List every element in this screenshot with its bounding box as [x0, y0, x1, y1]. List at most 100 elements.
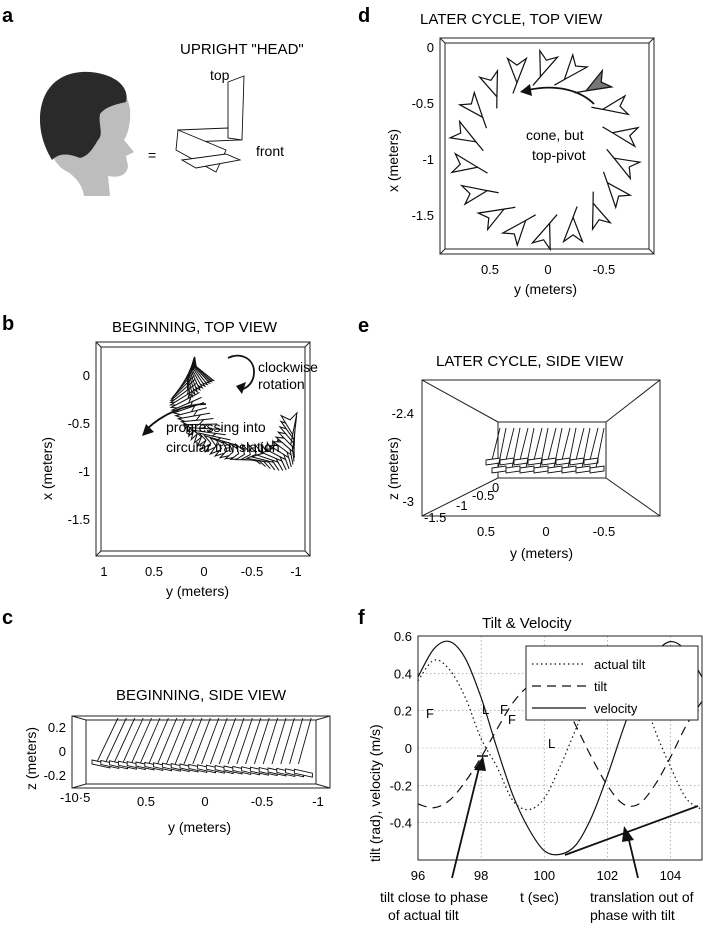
tick-label: 0 [59, 744, 66, 759]
y-tick-label: 0.2 [394, 704, 412, 719]
glider-side [258, 717, 279, 777]
tick-label: 0 [200, 564, 207, 579]
x-tick-label: 96 [411, 868, 425, 883]
panel-b-annotation: rotation [258, 376, 305, 392]
tick-label: -10·5 [60, 790, 90, 805]
panel-b-ylabel: x (meters) [39, 437, 55, 500]
chart-legend: actual tilt tilt velocity [525, 645, 699, 721]
panel-d-annotation: cone, but [526, 127, 584, 143]
tick-label: -0.5 [68, 416, 90, 431]
tick-label: -0.5 [412, 96, 434, 111]
upright-head-model [175, 75, 245, 173]
tick-label: -1 [78, 464, 90, 479]
glider-side [293, 717, 313, 778]
glider-side [214, 717, 237, 775]
tick-label: 0 [427, 40, 434, 55]
glider-side [197, 717, 220, 774]
tick-label: 0.5 [481, 262, 499, 277]
tick-label: 0 [83, 368, 90, 383]
marker-label: L [548, 736, 555, 751]
tick-label: -0.5 [593, 262, 615, 277]
glider-shape [459, 184, 499, 206]
tick-label: 0.5 [145, 564, 163, 579]
top-label: top [210, 67, 230, 83]
panel-b-glider-trail [168, 356, 298, 471]
tick-label: 0 [542, 524, 549, 539]
tick-label: -1 [312, 794, 324, 809]
panel-e-glider-ring [485, 427, 605, 474]
tick-label: -1 [290, 564, 302, 579]
glider-side [561, 427, 577, 474]
panel-d-xticks: 0.5 0 -0.5 [481, 262, 615, 277]
glider-side [555, 427, 571, 466]
marker-label: F [508, 712, 516, 727]
x-tick-label: 98 [474, 868, 488, 883]
y-tick-label: 0.6 [394, 629, 412, 644]
panel-e-xlabel: y (meters) [510, 545, 573, 561]
tick-label: -0.2 [44, 768, 66, 783]
tick-label: -0.5 [241, 564, 263, 579]
panel-b-annotation: clockwise [258, 359, 318, 375]
glider-shape [562, 206, 584, 244]
chart-ylabel: tilt (rad), velocity (m/s) [367, 724, 383, 862]
tick-label: 0 [201, 794, 208, 809]
panel-c-glider-trail [91, 717, 313, 778]
series-line-actual-tilt [417, 659, 703, 811]
chart-annotation-left: of actual tilt [388, 907, 459, 923]
tick-label: -1 [422, 152, 434, 167]
glider-side [589, 427, 605, 474]
glider-side [91, 717, 119, 769]
x-tick-label: 104 [660, 868, 682, 883]
chart-annotation-left: tilt close to phase [380, 889, 488, 905]
panel-c-xlabel: y (meters) [168, 819, 231, 835]
panel-e-ylabel: z (meters) [385, 437, 401, 500]
front-label: front [256, 143, 284, 159]
panel-label-d: d [358, 5, 370, 27]
tick-label: -1 [456, 498, 468, 513]
legend-entry: actual tilt [594, 657, 646, 672]
glider-side [575, 427, 591, 474]
head-silhouette [40, 71, 134, 196]
chart-annotation-right: phase with tilt [590, 907, 675, 923]
panel-label-f: f [358, 607, 365, 629]
glider-shape [602, 171, 633, 210]
tick-label: -1.5 [424, 510, 446, 525]
glider-side [267, 717, 287, 777]
chart-plot-frame [417, 635, 703, 861]
glider-side [249, 717, 270, 776]
glider-side [179, 717, 203, 773]
panel-c-frame [71, 715, 331, 789]
glider-side [232, 717, 253, 775]
glider-side [285, 717, 305, 778]
glider-side [223, 717, 245, 775]
tick-label: -2.4 [392, 406, 414, 421]
panel-d-glider-ring [448, 48, 642, 252]
panel-c-ylabel: z (meters) [23, 727, 39, 790]
panel-b-translation-arrow [142, 403, 207, 436]
equals-sign: = [148, 147, 156, 163]
panel-b-annotation: circular translation [166, 439, 280, 455]
glider-shape [477, 68, 499, 109]
chart-markers: F L F F L [426, 702, 555, 751]
tick-label: -3 [402, 494, 414, 509]
panel-b-yticks: 0 -0.5 -1 -1.5 [68, 368, 90, 527]
chart-annotation-left-arrow [451, 755, 488, 879]
glider-shape [448, 119, 484, 152]
panel-c-xticks: -10·5 0.5 0 -0.5 -1 [60, 790, 324, 809]
panel-e-title: LATER CYCLE, SIDE VIEW [436, 353, 624, 370]
panel-c-yticks: 0.2 0 -0.2 [44, 720, 66, 783]
glider-shape [606, 148, 642, 181]
panel-d-title: LATER CYCLE, TOP VIEW [420, 11, 603, 28]
panel-c-title: BEGINNING, SIDE VIEW [116, 687, 287, 704]
glider-shape [574, 68, 614, 94]
glider-shape [602, 126, 640, 148]
panel-d-ylabel: x (meters) [385, 129, 401, 192]
tick-label: -0.5 [472, 488, 494, 503]
glider-shape [476, 206, 516, 232]
panel-d-annotation: top-pivot [532, 147, 586, 163]
panel-b-annotation: progressing into [166, 419, 266, 435]
panel-label-a: a [2, 5, 14, 27]
panel-d-xlabel: y (meters) [514, 281, 577, 297]
